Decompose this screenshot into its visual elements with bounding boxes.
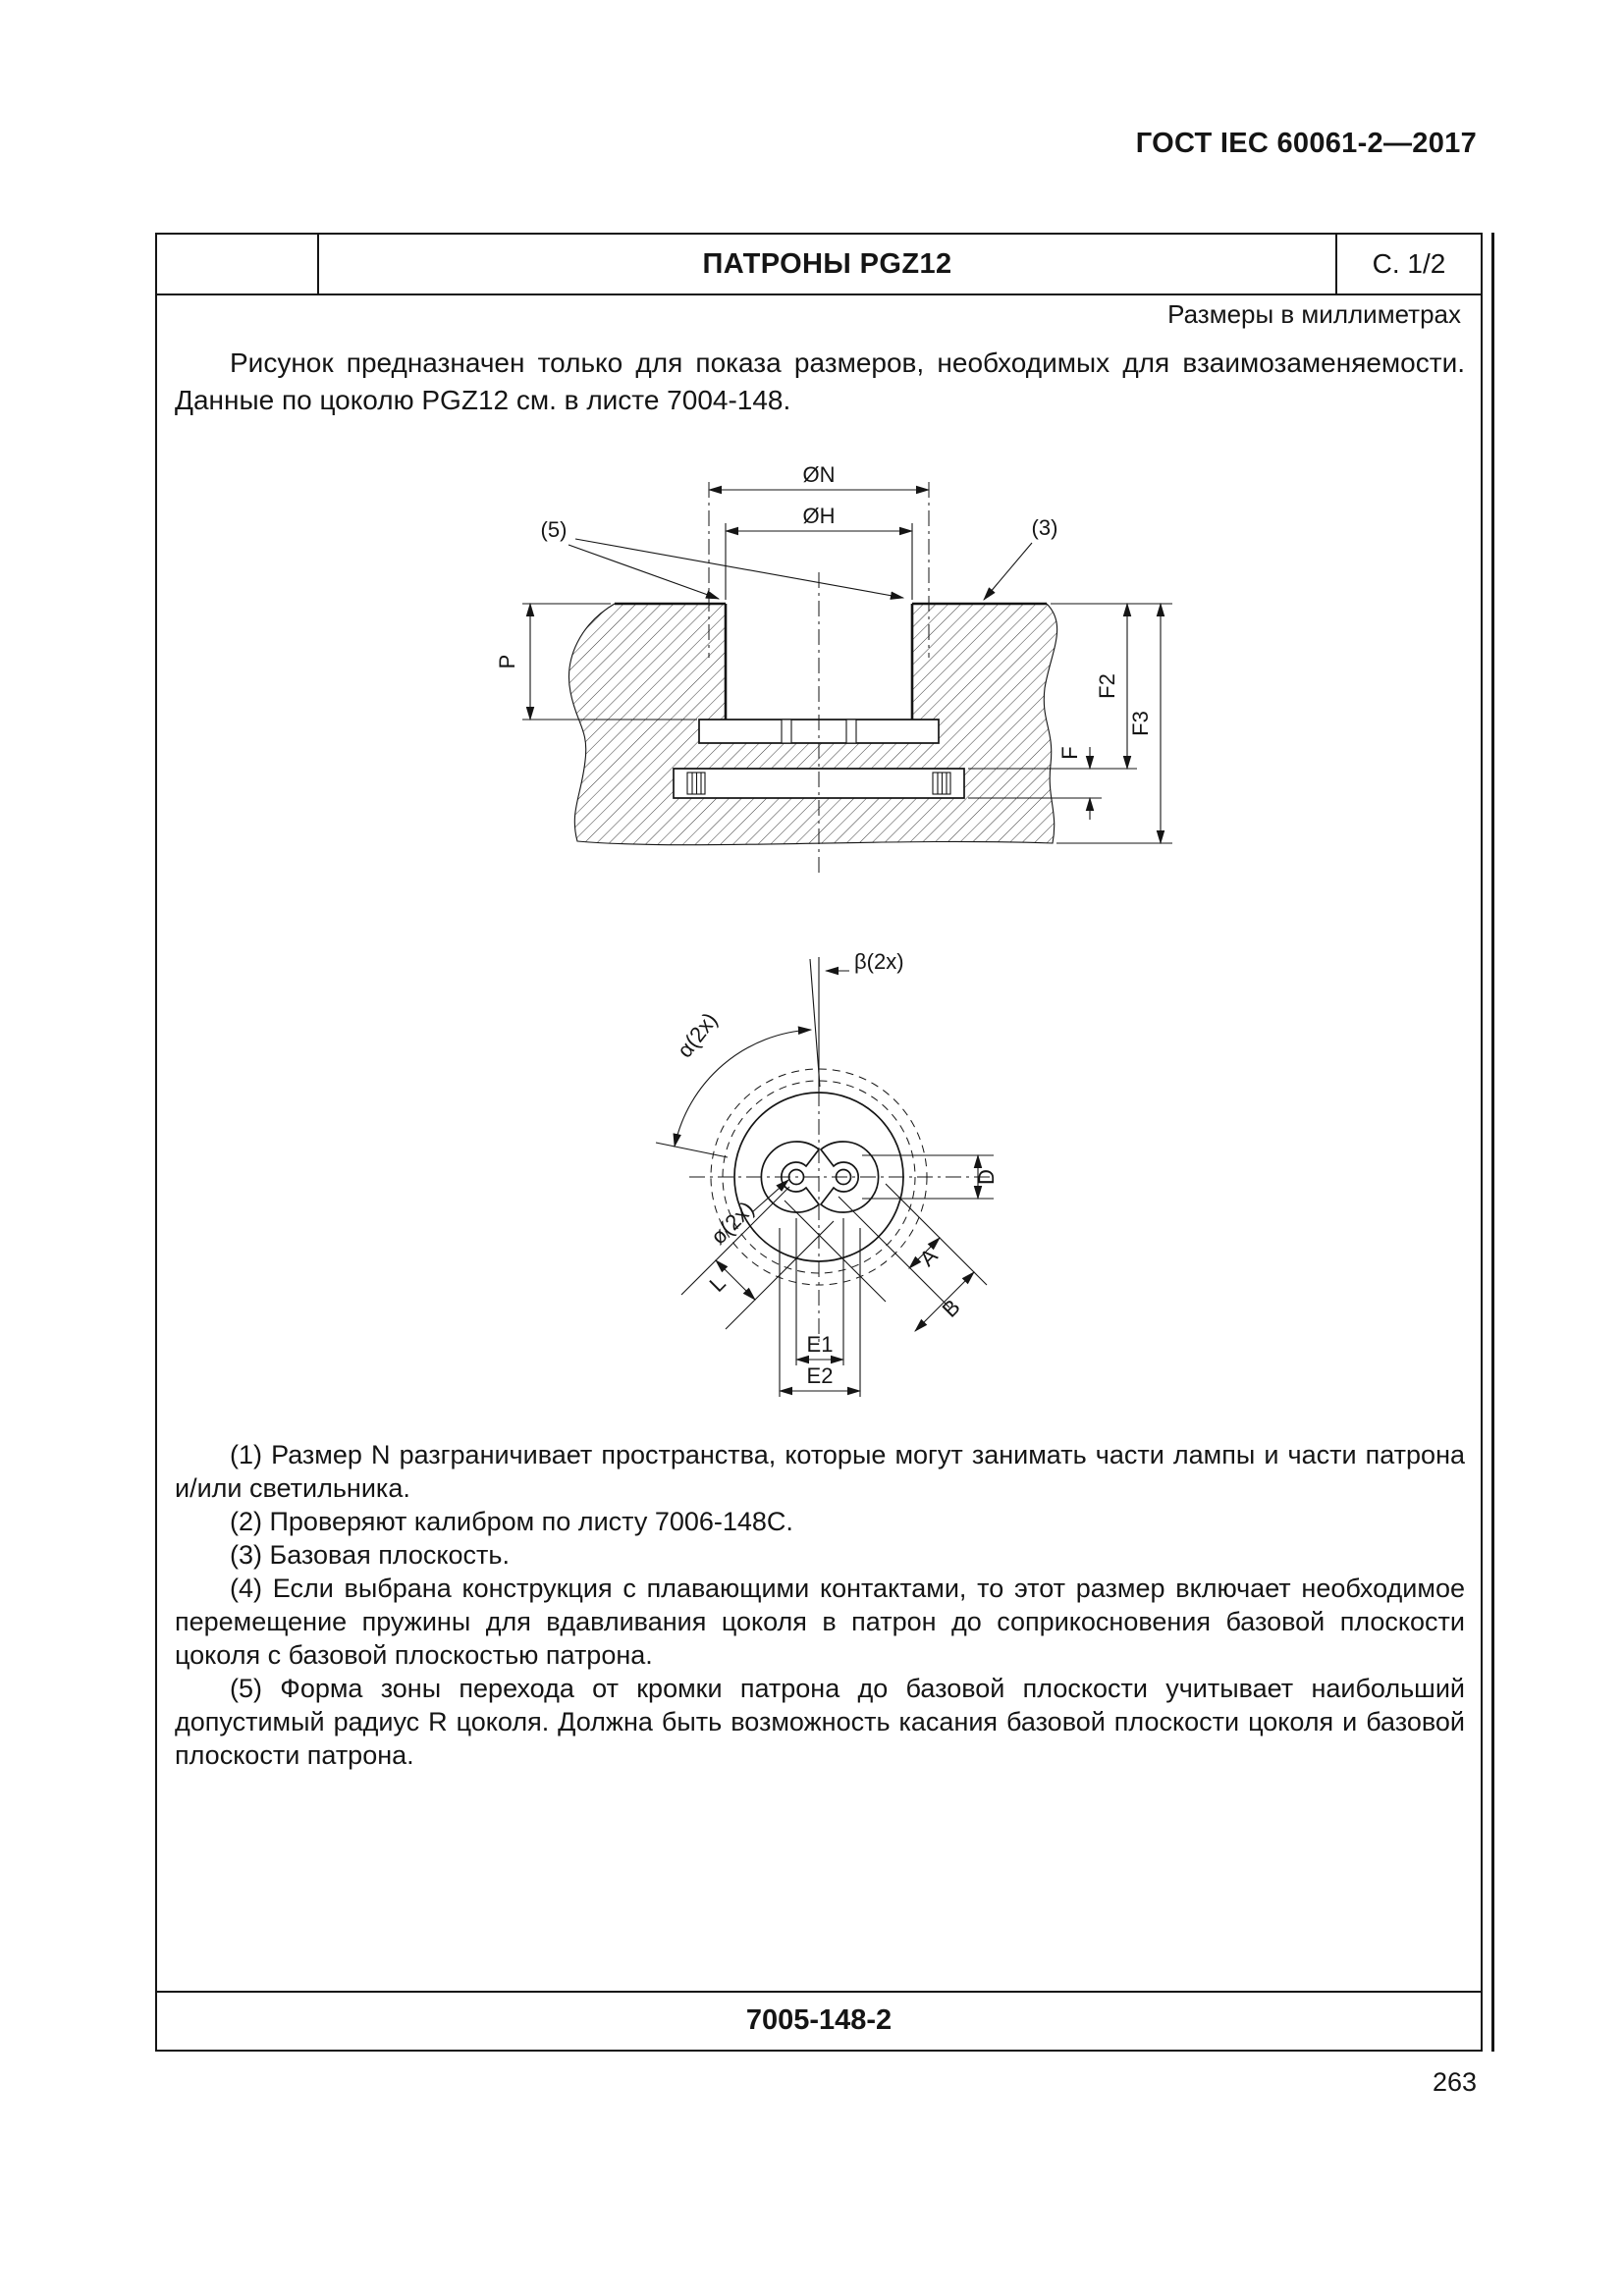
dim-label-E2: E2 — [807, 1363, 834, 1388]
dim-label-oH: ØH — [803, 504, 836, 528]
sheet-page-ref: С. 1/2 — [1335, 235, 1481, 294]
dimension-oN: ØN — [707, 462, 931, 658]
dimension-beta: β(2x) — [824, 949, 904, 976]
dim-label-dia: ø(2x) — [706, 1197, 759, 1250]
callout-5-label: (5) — [541, 517, 568, 542]
header-empty-cell — [157, 235, 319, 294]
holder-face — [689, 957, 992, 1342]
sheet-frame: ПАТРОНЫ PGZ12 С. 1/2 Размеры в миллиметр… — [155, 233, 1483, 2052]
dimension-oH: ØH — [724, 504, 914, 600]
intro-paragraph: Рисунок предназначен только для показа р… — [175, 347, 1465, 415]
dim-label-alpha: α(2x) — [673, 1008, 723, 1062]
note-2: (2) Проверяют калибром по листу 7006-148… — [230, 1507, 793, 1536]
note-1: (1) Размер N разграничивает пространства… — [175, 1440, 1465, 1503]
note-5: (5) Форма зоны перехода от кромки патрон… — [175, 1674, 1465, 1770]
notes-block: (1) Размер N разграничивает пространства… — [175, 1438, 1465, 1772]
holder-body-section — [568, 572, 1058, 874]
contact-left — [686, 772, 706, 795]
sheet-title: ПАТРОНЫ PGZ12 — [702, 247, 952, 280]
note-4: (4) Если выбрана конструкция с плавающим… — [175, 1574, 1465, 1670]
dim-label-A: A — [915, 1243, 943, 1270]
dim-label-beta: β(2x) — [854, 949, 904, 974]
page-number: 263 — [1432, 2067, 1477, 2097]
sheet-code-row: 7005-148-2 — [157, 1991, 1481, 2050]
dimension-E1-E2: E1 E2 — [778, 1218, 862, 1397]
bottom-view-drawing: β(2x) α(2x) D A — [655, 949, 999, 1397]
dim-label-D: D — [974, 1169, 999, 1185]
dimension-A-B: A B — [784, 1183, 988, 1332]
contact-right — [932, 772, 951, 795]
dim-label-P: P — [495, 655, 519, 669]
callout-5: (5) — [541, 517, 905, 600]
units-note: Размеры в миллиметрах — [1167, 299, 1461, 329]
dimension-P: P — [495, 602, 697, 721]
dim-label-F2: F2 — [1095, 673, 1119, 699]
sheet-code: 7005-148-2 — [745, 2004, 893, 2036]
frame-double-rule — [1491, 233, 1494, 2052]
standard-designation: ГОСТ IEC 60061-2—2017 — [1135, 128, 1477, 159]
callout-3: (3) — [983, 515, 1058, 601]
dim-label-oN: ØN — [803, 462, 836, 487]
dim-label-F3: F3 — [1128, 711, 1153, 736]
dim-label-B: B — [938, 1295, 965, 1322]
section-view-drawing: ØN ØH (5) (3) — [495, 462, 1172, 874]
callout-3-label: (3) — [1032, 515, 1058, 540]
dimension-alpha: α(2x) — [655, 1008, 813, 1158]
contact-slot-right — [819, 1141, 880, 1213]
dimension-F-group: F F2 F3 — [968, 602, 1172, 845]
note-3: (3) Базовая плоскость. — [230, 1540, 510, 1570]
dim-label-E1: E1 — [807, 1332, 834, 1357]
dimension-L-dia: L ø(2x) — [680, 1179, 835, 1330]
dim-label-F: F — [1057, 746, 1082, 759]
dimension-D: D — [862, 1153, 999, 1201]
sheet-header-row: ПАТРОНЫ PGZ12 С. 1/2 — [157, 235, 1481, 295]
dim-label-L: L — [705, 1271, 731, 1297]
